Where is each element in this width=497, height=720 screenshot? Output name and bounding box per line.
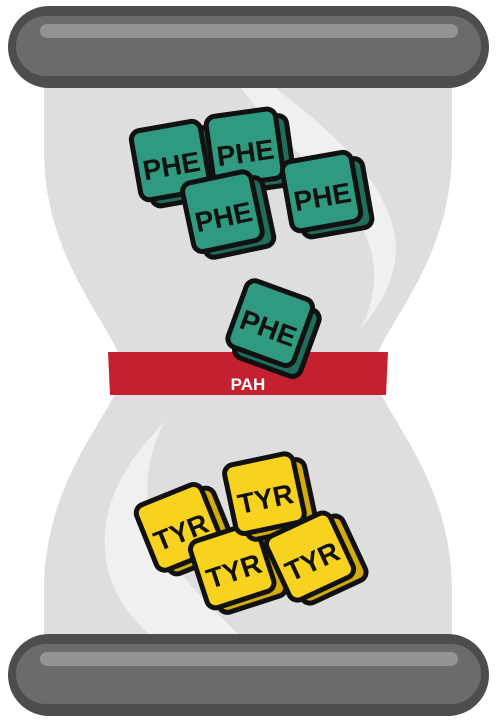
glass-shine-bottom bbox=[104, 420, 261, 655]
phe-block: PHE bbox=[180, 169, 277, 260]
pah-label: PAH bbox=[231, 375, 266, 394]
bottom-cap bbox=[8, 634, 489, 716]
top-cap bbox=[8, 6, 489, 88]
tyr-block: TYR bbox=[222, 451, 319, 542]
phe-block: PHE bbox=[279, 149, 375, 240]
phe-block-falling: PHE bbox=[225, 278, 322, 379]
tyr-block: TYR bbox=[263, 510, 369, 606]
tyr-block: TYR bbox=[187, 521, 289, 615]
pah-band: PAH bbox=[108, 352, 388, 395]
